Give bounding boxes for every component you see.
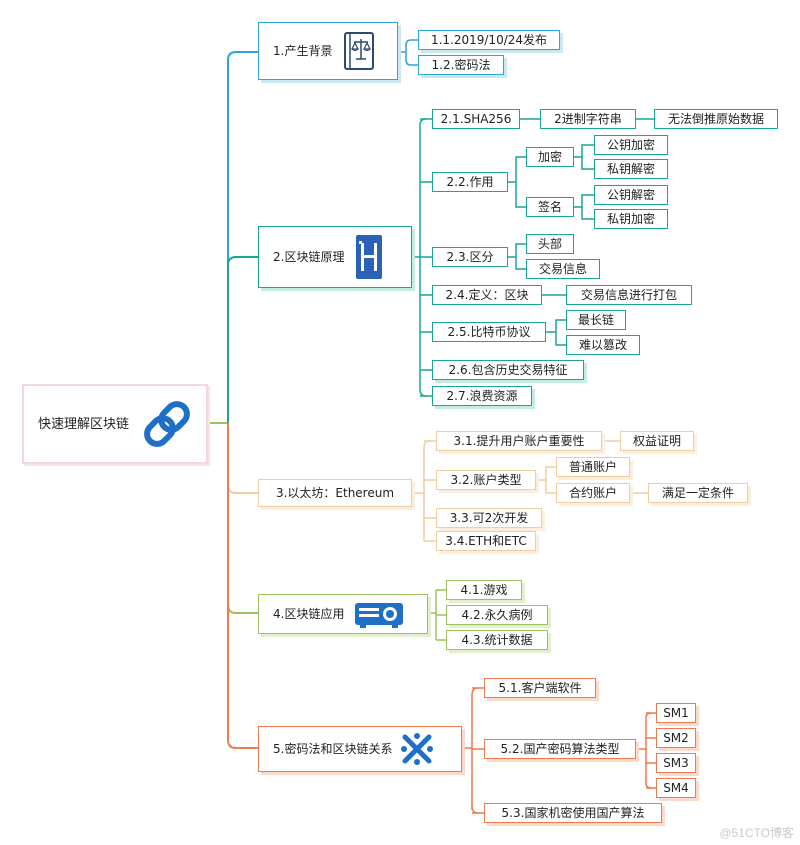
- b3-c2a[interactable]: 普通账户: [556, 457, 630, 477]
- b2-c5a-label: 最长链: [577, 313, 614, 327]
- b5-c2d[interactable]: SM4: [656, 778, 696, 798]
- b3-c1a[interactable]: 权益证明: [620, 431, 694, 451]
- b2-c6-label: 2.6.包含历史交易特征: [448, 363, 568, 377]
- b2-c4a-label: 交易信息进行打包: [580, 288, 677, 302]
- b4-c3-label: 4.3.统计数据: [461, 633, 533, 647]
- b2-c3-label: 2.3.区分: [446, 250, 494, 264]
- b1-child-2-label: 1.2.密码法: [431, 58, 491, 72]
- b3-c4-label: 3.4.ETH和ETC: [445, 534, 527, 548]
- b2-c7[interactable]: 2.7.浪费资源: [432, 386, 532, 406]
- b2-c1[interactable]: 2.1.SHA256: [432, 109, 520, 129]
- branch-2-node[interactable]: 2.区块链原理: [258, 226, 412, 288]
- b2-c3a[interactable]: 头部: [526, 234, 574, 254]
- b2-c5b[interactable]: 难以篡改: [566, 335, 640, 355]
- b2-c3b-label: 交易信息: [538, 262, 587, 276]
- b5-c3-label: 5.3.国家机密使用国产算法: [501, 806, 645, 820]
- branch-5-node[interactable]: 5.密码法和区块链关系: [258, 726, 462, 772]
- b1-child-2[interactable]: 1.2.密码法: [418, 55, 504, 75]
- b2-c2b-label: 签名: [537, 200, 562, 214]
- branch-2-label: 2.区块链原理: [273, 250, 345, 264]
- branch-1-node[interactable]: 1.产生背景: [258, 22, 398, 80]
- projector-icon: [355, 603, 404, 628]
- root-label: 快速理解区块链: [38, 416, 130, 432]
- b2-c2-label: 2.2.作用: [446, 175, 494, 189]
- b5-c2[interactable]: 5.2.国产密码算法类型: [484, 739, 636, 759]
- branch-5-label: 5.密码法和区块链关系: [273, 742, 393, 756]
- b5-c1-label: 5.1.客户端软件: [498, 681, 582, 695]
- b2-c1a-label: 2进制字符串: [554, 112, 622, 126]
- b2-c4-label: 2.4.定义：区块: [445, 288, 529, 302]
- b3-c1-label: 3.1.提升用户账户重要性: [453, 434, 585, 448]
- b5-c2a[interactable]: SM1: [656, 703, 696, 723]
- b5-c2b-label: SM2: [663, 731, 689, 745]
- b2-c1b[interactable]: 无法倒推原始数据: [654, 109, 778, 129]
- b5-c2c-label: SM3: [663, 756, 689, 770]
- b4-c2[interactable]: 4.2.永久病例: [446, 605, 548, 625]
- branch-4-node[interactable]: 4.区块链应用: [258, 594, 428, 634]
- b5-c2c[interactable]: SM3: [656, 753, 696, 773]
- chain-link-icon: [144, 401, 190, 447]
- b5-c2b[interactable]: SM2: [656, 728, 696, 748]
- b2-c2a[interactable]: 加密: [526, 147, 574, 167]
- b5-c2-label: 5.2.国产密码算法类型: [500, 742, 620, 756]
- b4-c3[interactable]: 4.3.统计数据: [446, 630, 548, 650]
- b5-c1[interactable]: 5.1.客户端软件: [484, 678, 596, 698]
- b4-c2-label: 4.2.永久病例: [461, 608, 533, 622]
- b2-c5[interactable]: 2.5.比特币协议: [432, 322, 546, 342]
- b2-c2a-label: 加密: [537, 150, 562, 164]
- b3-c3[interactable]: 3.3.可2次开发: [436, 508, 542, 528]
- b1-child-1[interactable]: 1.1.2019/10/24发布: [418, 30, 560, 50]
- b2-c2b2-label: 私钥加密: [606, 212, 655, 226]
- b2-c5b-label: 难以篡改: [578, 338, 627, 352]
- b3-c2b1[interactable]: 满足一定条件: [648, 483, 748, 503]
- b2-c1-label: 2.1.SHA256: [440, 112, 512, 126]
- branch-4-label: 4.区块链应用: [273, 607, 345, 621]
- b1-child-1-label: 1.1.2019/10/24发布: [430, 33, 548, 47]
- b5-c3[interactable]: 5.3.国家机密使用国产算法: [484, 803, 662, 823]
- b2-c4[interactable]: 2.4.定义：区块: [432, 285, 542, 305]
- b4-c1-label: 4.1.游戏: [460, 583, 508, 597]
- b2-c3[interactable]: 2.3.区分: [432, 247, 508, 267]
- b5-c2a-label: SM1: [663, 706, 689, 720]
- b2-c5a[interactable]: 最长链: [566, 310, 626, 330]
- b2-c1a[interactable]: 2进制字符串: [540, 109, 636, 129]
- b2-c2a2-label: 私钥解密: [606, 162, 655, 176]
- blockchain-h-icon: [356, 235, 383, 279]
- b2-c1b-label: 无法倒推原始数据: [667, 112, 764, 126]
- b3-c2-label: 3.2.账户类型: [450, 473, 522, 487]
- b3-c1a-label: 权益证明: [632, 434, 681, 448]
- cross-link-icon: [401, 733, 434, 765]
- b3-c3-label: 3.3.可2次开发: [449, 511, 529, 525]
- branch-1-label: 1.产生背景: [273, 44, 333, 58]
- b3-c2b[interactable]: 合约账户: [556, 483, 630, 503]
- b2-c5-label: 2.5.比特币协议: [447, 325, 531, 339]
- b2-c4a[interactable]: 交易信息进行打包: [566, 285, 692, 305]
- b3-c2b-label: 合约账户: [568, 486, 617, 500]
- b2-c7-label: 2.7.浪费资源: [446, 389, 518, 403]
- b3-c2[interactable]: 3.2.账户类型: [436, 470, 536, 490]
- b2-c2a1-label: 公钥加密: [606, 138, 655, 152]
- watermark-text: @51CTO博客: [719, 826, 794, 840]
- b2-c3b[interactable]: 交易信息: [526, 259, 600, 279]
- b3-c2a-label: 普通账户: [568, 460, 617, 474]
- b3-c4[interactable]: 3.4.ETH和ETC: [436, 531, 536, 551]
- b3-c2b1-label: 满足一定条件: [661, 486, 734, 500]
- b2-c2b1-label: 公钥解密: [606, 188, 655, 202]
- b5-c2d-label: SM4: [663, 781, 689, 795]
- b2-c2[interactable]: 2.2.作用: [432, 172, 508, 192]
- b2-c2b2[interactable]: 私钥加密: [594, 209, 668, 229]
- b2-c3a-label: 头部: [537, 237, 562, 251]
- b4-c1[interactable]: 4.1.游戏: [446, 580, 522, 600]
- root-node[interactable]: 快速理解区块链: [22, 384, 208, 464]
- law-book-icon: [344, 32, 375, 70]
- branch-3-label: 3.以太坊：Ethereum: [275, 486, 395, 500]
- b3-c1[interactable]: 3.1.提升用户账户重要性: [436, 431, 602, 451]
- branch-3-node[interactable]: 3.以太坊：Ethereum: [258, 479, 412, 507]
- b2-c2b1[interactable]: 公钥解密: [594, 185, 668, 205]
- b2-c2b[interactable]: 签名: [526, 197, 574, 217]
- b2-c2a1[interactable]: 公钥加密: [594, 135, 668, 155]
- b2-c2a2[interactable]: 私钥解密: [594, 159, 668, 179]
- b2-c6[interactable]: 2.6.包含历史交易特征: [432, 360, 584, 380]
